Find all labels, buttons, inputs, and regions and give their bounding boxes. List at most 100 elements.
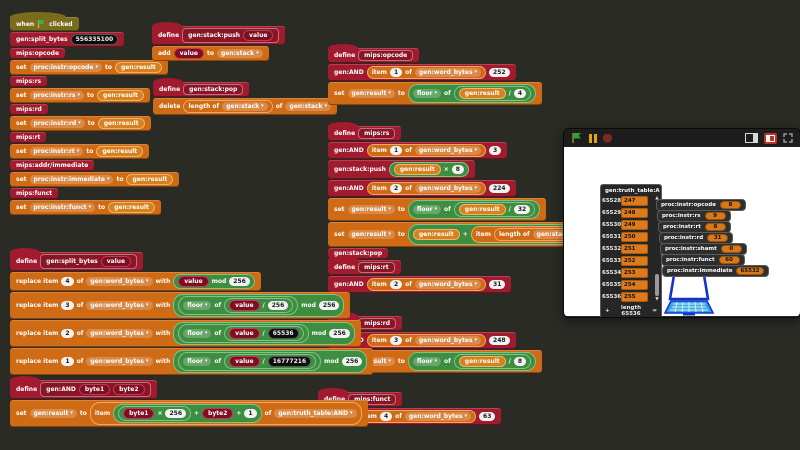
parameter-reporter[interactable]: byte1 — [78, 384, 111, 395]
list-cell[interactable]: 252 — [621, 256, 648, 266]
expand-icon[interactable] — [783, 133, 793, 143]
parameter-reporter[interactable]: value — [229, 300, 260, 311]
parameter-reporter[interactable]: value — [173, 48, 204, 59]
number-slot[interactable]: 4 — [513, 89, 527, 98]
list-cell[interactable]: 253 — [621, 268, 648, 278]
parameter-reporter[interactable]: value — [229, 356, 260, 367]
dropdown-slot[interactable]: gen:stack▾ — [222, 102, 268, 111]
scroll-up-icon[interactable]: ▲ — [655, 196, 659, 201]
mips-rt-call[interactable]: mips:rt — [10, 132, 47, 143]
block-prototype[interactable]: mips:opcode — [358, 50, 414, 61]
number-slot[interactable]: 65536 — [267, 328, 299, 339]
number-slot[interactable]: 256 — [165, 409, 187, 418]
number-slot[interactable]: 248 — [489, 336, 510, 345]
mips-rs-call[interactable]: mips:rs — [10, 76, 48, 87]
dropdown-slot[interactable]: gen:result▾ — [347, 205, 395, 214]
scroll-down-icon[interactable]: ▼ — [655, 297, 659, 302]
dropdown-slot[interactable]: gen:word_bytes▾ — [414, 68, 482, 77]
mips-addr-immediate-call[interactable]: mips:addr/immediate — [10, 160, 95, 171]
green-flag-button[interactable] — [571, 132, 583, 144]
dropdown-slot[interactable]: gen:word_bytes▾ — [414, 184, 482, 193]
parameter-reporter[interactable]: byte2 — [113, 384, 145, 395]
number-slot[interactable]: 252 — [489, 68, 510, 77]
variable-reporter[interactable]: gen:result — [108, 202, 155, 213]
mips-opcode-call[interactable]: mips:opcode — [10, 48, 66, 59]
list-cell[interactable]: 250 — [621, 232, 648, 242]
operator-reporter[interactable]: gen:result/4 — [453, 86, 532, 101]
dropdown-slot[interactable]: gen:word_bytes▾ — [404, 412, 472, 421]
parameter-reporter[interactable]: byte2 — [202, 408, 234, 419]
list-cell[interactable]: 255 — [621, 292, 648, 302]
parameter-reporter[interactable]: value — [100, 256, 132, 267]
dropdown-slot[interactable]: proc:instr:rs▾ — [29, 91, 85, 100]
dropdown-slot[interactable]: gen:result▾ — [347, 89, 395, 98]
number-slot[interactable]: 63 — [479, 412, 496, 421]
variable-reporter[interactable]: gen:result — [458, 204, 506, 215]
dropdown-slot[interactable]: gen:word_bytes▾ — [414, 336, 482, 345]
stop-button[interactable] — [603, 133, 612, 143]
variable-reporter[interactable]: gen:result — [97, 118, 145, 129]
variable-reporter[interactable]: gen:result — [412, 229, 460, 240]
list-cell[interactable]: 249 — [621, 220, 648, 230]
dropdown-slot[interactable]: proc:instr:funct▾ — [29, 203, 96, 212]
block-prototype[interactable]: gen:stack:pop — [183, 84, 244, 95]
number-slot[interactable]: 256 — [341, 357, 363, 366]
dropdown-slot[interactable]: gen:word_bytes▾ — [86, 329, 153, 338]
dropdown-slot[interactable]: gen:stack▾ — [217, 49, 263, 58]
parameter-reporter[interactable]: byte1 — [123, 408, 155, 419]
number-slot[interactable]: 4 — [379, 412, 393, 421]
variable-reporter[interactable]: gen:result — [393, 164, 441, 175]
number-slot[interactable]: 8 — [513, 357, 527, 366]
block-prototype[interactable]: mips:funct — [348, 394, 397, 405]
number-slot[interactable]: 256 — [318, 301, 340, 310]
dropdown-slot[interactable]: gen:word_bytes▾ — [414, 280, 482, 289]
variable-reporter[interactable]: gen:result — [458, 356, 506, 367]
number-slot[interactable]: 556335100 — [70, 34, 119, 45]
scroll-thumb[interactable] — [655, 274, 659, 296]
pause-button[interactable] — [589, 133, 597, 143]
number-slot[interactable]: 2 — [389, 184, 403, 193]
number-slot[interactable]: 16777216 — [267, 356, 312, 367]
dropdown-slot[interactable]: gen:word_bytes▾ — [86, 277, 153, 286]
dropdown-slot[interactable]: gen:truth_table:AND▾ — [274, 409, 357, 418]
variable-reporter[interactable]: gen:result — [97, 90, 144, 101]
number-slot[interactable]: 224 — [489, 184, 510, 193]
dropdown-slot[interactable]: gen:word_bytes▾ — [86, 357, 153, 366]
stage-size-icon[interactable] — [745, 133, 758, 143]
number-slot[interactable]: 3 — [489, 146, 502, 155]
list-scrollbar[interactable]: ▲ ▼ — [654, 196, 660, 302]
